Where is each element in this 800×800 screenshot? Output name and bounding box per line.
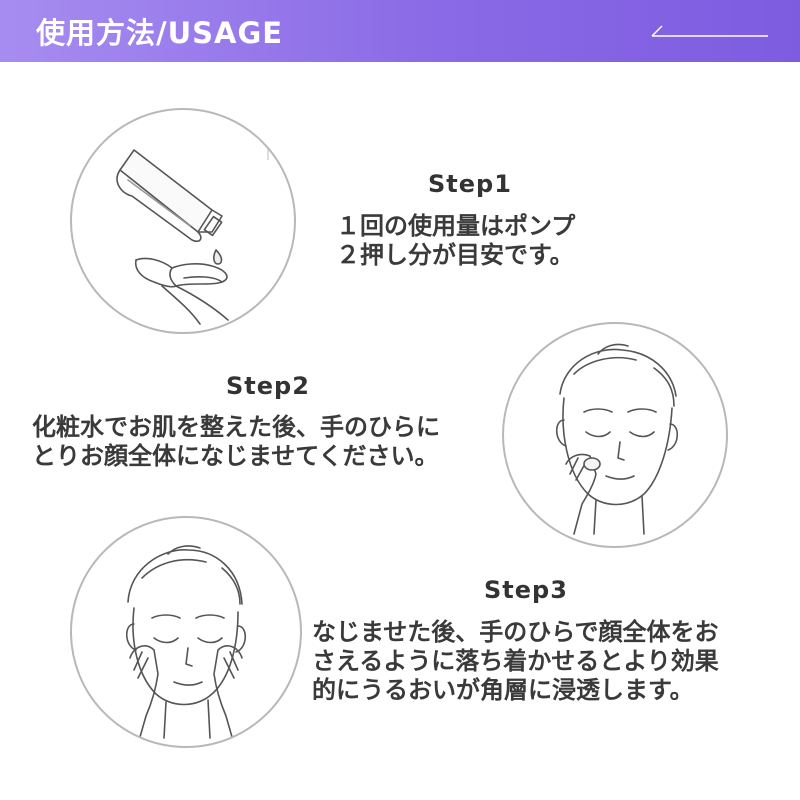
- step3-description: なじませた後、手のひらで顔全体をお さえるように落ち着かせるとより効果 的にうる…: [312, 618, 719, 705]
- face-two-hands-icon: [125, 545, 247, 745]
- step2-illustration: [502, 322, 728, 548]
- step2-line-1: 化粧水でお肌を整えた後、手のひらに: [32, 413, 440, 441]
- step2-title: Step2: [226, 372, 310, 400]
- step1-line-2: ２押し分が目安です。: [336, 241, 574, 269]
- step1-illustration: [70, 108, 296, 334]
- decorative-line-icon: [651, 25, 768, 37]
- step3-line-2: さえるように落ち着かせるとより効果: [312, 647, 719, 675]
- header-bar: 使用方法/USAGE: [0, 0, 800, 62]
- bottle-hand-icon: [116, 148, 269, 325]
- step1-line-1: １回の使用量はポンプ: [336, 212, 576, 240]
- step1-title: Step1: [428, 170, 512, 198]
- step2-line-2: とりお顔全体になじませてください。: [32, 442, 439, 470]
- step3-line-1: なじませた後、手のひらで顔全体をお: [312, 618, 719, 646]
- step2-description: 化粧水でお肌を整えた後、手のひらに とりお顔全体になじませてください。: [32, 413, 440, 471]
- face-one-hand-icon: [555, 343, 679, 535]
- step3-title: Step3: [484, 576, 568, 604]
- step3-line-3: 的にうるおいが角層に浸透します。: [312, 676, 694, 704]
- page-title: 使用方法/USAGE: [36, 16, 284, 50]
- step3-illustration: [70, 516, 302, 748]
- step1-description: １回の使用量はポンプ ２押し分が目安です。: [336, 212, 575, 270]
